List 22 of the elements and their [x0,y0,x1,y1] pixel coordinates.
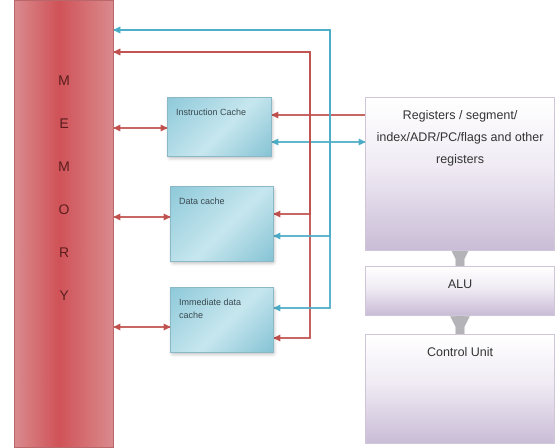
connector-arrow [113,48,311,342]
unit-label: Registers / segment/ index/ADR/PC/flags and other registers [376,107,544,168]
cpu-unit-box [365,97,555,251]
cpu-unit-box [365,334,555,444]
unit-label: Control Unit [426,344,494,361]
connector-arrow [113,214,171,220]
connector-arrow [113,324,171,330]
connector-arrow [271,138,366,146]
cache-box [170,287,274,353]
connector-arrow [271,112,365,118]
block-arrow [450,316,470,336]
cache-box [170,186,274,262]
cache-label: Data cache [179,195,226,208]
cpu-unit-box [365,266,555,316]
memory-label: MEMORY [57,71,71,305]
cache-label: Immediate data cache [179,296,242,322]
memory-block [14,0,114,448]
cache-label: Instruction Cache [176,106,248,119]
cache-box [167,97,272,157]
connector-arrow [113,124,168,132]
unit-label: ALU [446,276,474,293]
connector-arrow [113,26,331,312]
